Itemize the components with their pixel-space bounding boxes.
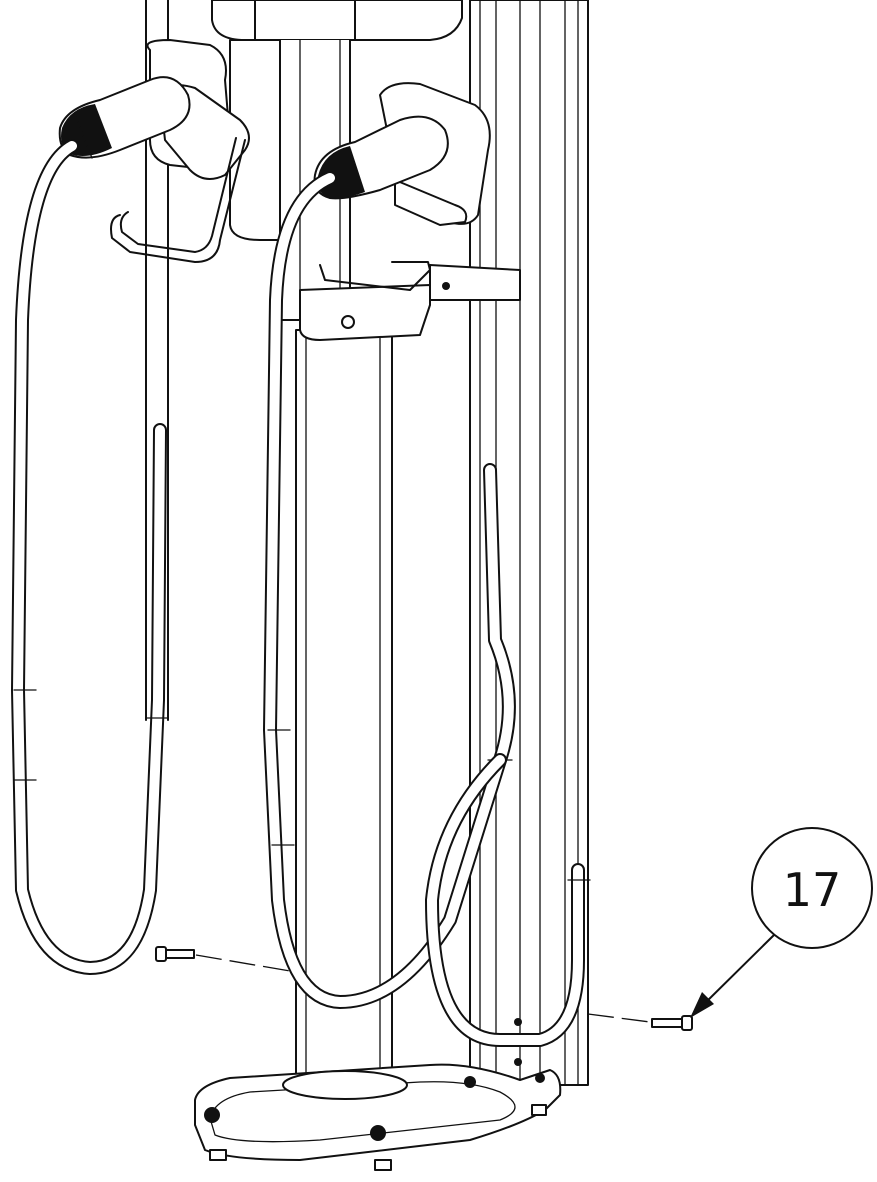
right-holster <box>313 82 491 226</box>
callout-number: 17 <box>783 863 842 917</box>
callout-17: 17 <box>690 827 873 1018</box>
screw-left <box>155 946 195 962</box>
right-cable <box>263 171 516 1009</box>
left-holster <box>58 39 250 180</box>
screw-axis-right <box>587 1013 651 1023</box>
left-hook <box>110 137 246 263</box>
center-column <box>295 329 393 1091</box>
base-plate <box>194 1063 562 1171</box>
right-bracket <box>299 261 521 341</box>
screw-right <box>651 1015 693 1031</box>
left-cable <box>11 139 169 975</box>
screw-axis-left <box>195 954 297 973</box>
rear-cable <box>425 753 591 1047</box>
